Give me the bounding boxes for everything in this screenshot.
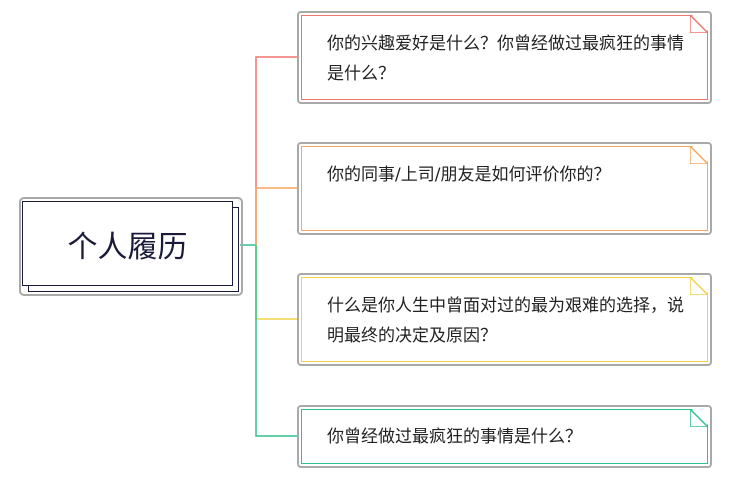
folded-corner-icon: [690, 146, 708, 164]
branch-text: 什么是你人生中曾面对过的最为艰难的选择，说明最终的决定及原因？: [327, 296, 684, 346]
connector-3: [255, 245, 300, 320]
branch-text: 你的同事/上司/朋友是如何评价你的？: [327, 165, 611, 185]
root-node-frame: [19, 197, 243, 296]
connector-4: [255, 245, 300, 437]
branch-node-1[interactable]: 你的兴趣爱好是什么？你曾经做过最疯狂的事情是什么？: [297, 11, 712, 104]
root-node[interactable]: 个人履历: [22, 201, 233, 286]
folded-corner-icon: [690, 409, 708, 427]
connector-1: [255, 56, 300, 245]
branch-text: 你曾经做过最疯狂的事情是什么？: [327, 427, 582, 447]
folded-corner-icon: [690, 277, 708, 295]
folded-corner-icon: [690, 15, 708, 33]
connector-2: [255, 187, 300, 245]
branch-node-2[interactable]: 你的同事/上司/朋友是如何评价你的？: [297, 142, 712, 235]
branch-node-3[interactable]: 什么是你人生中曾面对过的最为艰难的选择，说明最终的决定及原因？: [297, 273, 712, 366]
root-label: 个人履历: [67, 229, 188, 265]
branch-node-4[interactable]: 你曾经做过最疯狂的事情是什么？: [297, 405, 712, 468]
branch-text: 你的兴趣爱好是什么？你曾经做过最疯狂的事情是什么？: [327, 34, 684, 84]
